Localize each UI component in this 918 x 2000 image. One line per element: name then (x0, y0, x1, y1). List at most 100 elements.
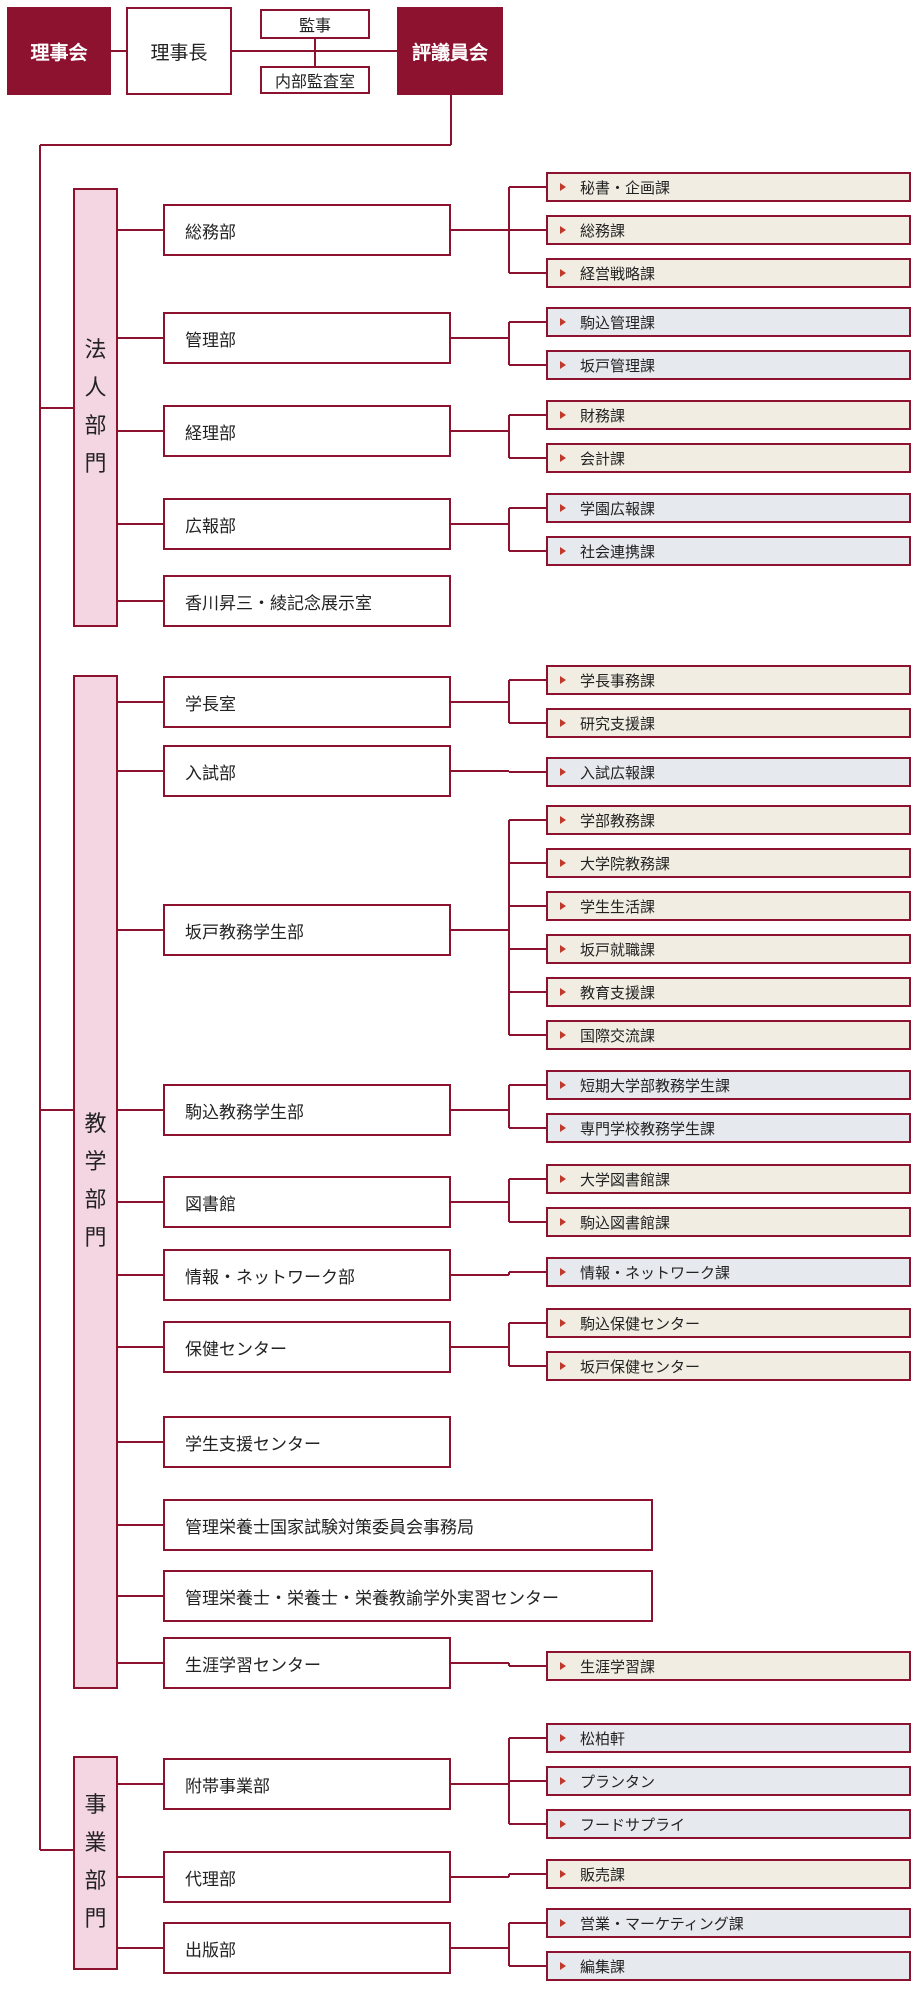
triangle-bullet-icon (560, 859, 566, 867)
auditor-label: 監事 (298, 16, 331, 35)
section-label: 営業・マーケティング課 (580, 1914, 744, 1933)
section-box: 秘書・企画課 (546, 172, 911, 202)
division-label-business: 事 業 部 門 (73, 1756, 118, 1970)
division-char: 教 (84, 1112, 107, 1137)
section-label: 学生生活課 (580, 897, 656, 916)
section-label: 秘書・企画課 (580, 178, 671, 197)
division-char: 法 (84, 337, 107, 363)
division-label-corporate: 法 人 部 門 (73, 188, 118, 627)
section-box: 坂戸管理課 (546, 350, 911, 380)
triangle-bullet-icon (560, 816, 566, 824)
department-label: 香川昇三・綾記念展示室 (185, 593, 372, 614)
department-box: 駒込教務学生部 (163, 1084, 451, 1136)
section-label: 情報・ネットワーク課 (580, 1263, 731, 1282)
section-label: 会計課 (580, 449, 626, 468)
section-label: 総務課 (580, 221, 626, 240)
triangle-bullet-icon (560, 1919, 566, 1927)
triangle-bullet-icon (560, 547, 566, 555)
section-box: 駒込保健センター (546, 1308, 911, 1338)
department-box: 管理栄養士・栄養士・栄養教諭学外実習センター (163, 1570, 653, 1622)
section-label: プランタン (580, 1772, 656, 1791)
triangle-bullet-icon (560, 318, 566, 326)
triangle-bullet-icon (560, 269, 566, 277)
section-box: 坂戸保健センター (546, 1351, 911, 1381)
section-box: 経営戦略課 (546, 258, 911, 288)
division-char: 門 (84, 451, 107, 477)
triangle-bullet-icon (560, 504, 566, 512)
department-box: 学生支援センター (163, 1416, 451, 1468)
auditor-box: 監事 (260, 9, 370, 39)
triangle-bullet-icon (560, 1081, 566, 1089)
section-box: 学部教務課 (546, 805, 911, 835)
section-label: 駒込図書館課 (580, 1213, 671, 1232)
department-box: 総務部 (163, 204, 451, 256)
triangle-bullet-icon (560, 902, 566, 910)
division-label-academic: 教 学 部 門 (73, 675, 118, 1689)
section-label: 学部教務課 (580, 811, 656, 830)
triangle-bullet-icon (560, 768, 566, 776)
triangle-bullet-icon (560, 719, 566, 727)
section-box: 駒込図書館課 (546, 1207, 911, 1237)
section-label: 坂戸管理課 (580, 356, 656, 375)
triangle-bullet-icon (560, 1962, 566, 1970)
department-label: 附帯事業部 (185, 1776, 270, 1797)
triangle-bullet-icon (560, 676, 566, 684)
section-label: 坂戸就職課 (580, 940, 656, 959)
division-char: 門 (84, 1907, 107, 1932)
section-label: 国際交流課 (580, 1026, 656, 1045)
division-char: 部 (84, 413, 107, 439)
section-label: 販売課 (580, 1865, 626, 1884)
department-box: 学長室 (163, 676, 451, 728)
triangle-bullet-icon (560, 945, 566, 953)
triangle-bullet-icon (560, 454, 566, 462)
department-label: 情報・ネットワーク部 (185, 1267, 355, 1288)
triangle-bullet-icon (560, 1777, 566, 1785)
section-label: 学長事務課 (580, 671, 656, 690)
section-label: 社会連携課 (580, 542, 656, 561)
department-box: 経理部 (163, 405, 451, 457)
section-label: 大学院教務課 (580, 854, 671, 873)
section-box: 教育支援課 (546, 977, 911, 1007)
section-label: 大学図書館課 (580, 1170, 671, 1189)
section-box: 学園広報課 (546, 493, 911, 523)
section-label: 研究支援課 (580, 714, 656, 733)
department-label: 管理部 (185, 330, 236, 351)
section-label: 専門学校教務学生課 (580, 1119, 716, 1138)
section-box: 総務課 (546, 215, 911, 245)
department-label: 図書館 (185, 1194, 236, 1215)
department-box: 管理部 (163, 312, 451, 364)
triangle-bullet-icon (560, 1734, 566, 1742)
section-label: 教育支援課 (580, 983, 656, 1002)
division-char: 部 (84, 1188, 107, 1213)
section-label: 生涯学習課 (580, 1657, 656, 1676)
section-label: 入試広報課 (580, 763, 656, 782)
department-box: 出版部 (163, 1922, 451, 1974)
section-label: 学園広報課 (580, 499, 656, 518)
department-box: 保健センター (163, 1321, 451, 1373)
section-box: 大学図書館課 (546, 1164, 911, 1194)
department-label: 保健センター (185, 1339, 287, 1360)
section-box: 入試広報課 (546, 757, 911, 787)
triangle-bullet-icon (560, 1870, 566, 1878)
triangle-bullet-icon (560, 1362, 566, 1370)
department-label: 管理栄養士・栄養士・栄養教諭学外実習センター (185, 1588, 559, 1609)
department-label: 学長室 (185, 694, 236, 715)
section-box: プランタン (546, 1766, 911, 1796)
chairman-box: 理事長 (126, 7, 232, 95)
division-char: 学 (84, 1150, 107, 1175)
department-box: 情報・ネットワーク部 (163, 1249, 451, 1301)
section-box: 短期大学部教務学生課 (546, 1070, 911, 1100)
department-box: 坂戸教務学生部 (163, 904, 451, 956)
department-label: 広報部 (185, 516, 236, 537)
chairman-label: 理事長 (150, 41, 208, 64)
triangle-bullet-icon (560, 1662, 566, 1670)
triangle-bullet-icon (560, 1268, 566, 1276)
department-label: 学生支援センター (185, 1434, 321, 1455)
section-box: 社会連携課 (546, 536, 911, 566)
section-box: 会計課 (546, 443, 911, 473)
department-box: 代理部 (163, 1851, 451, 1903)
department-box: 広報部 (163, 498, 451, 550)
section-box: 駒込管理課 (546, 307, 911, 337)
department-box: 香川昇三・綾記念展示室 (163, 575, 451, 627)
